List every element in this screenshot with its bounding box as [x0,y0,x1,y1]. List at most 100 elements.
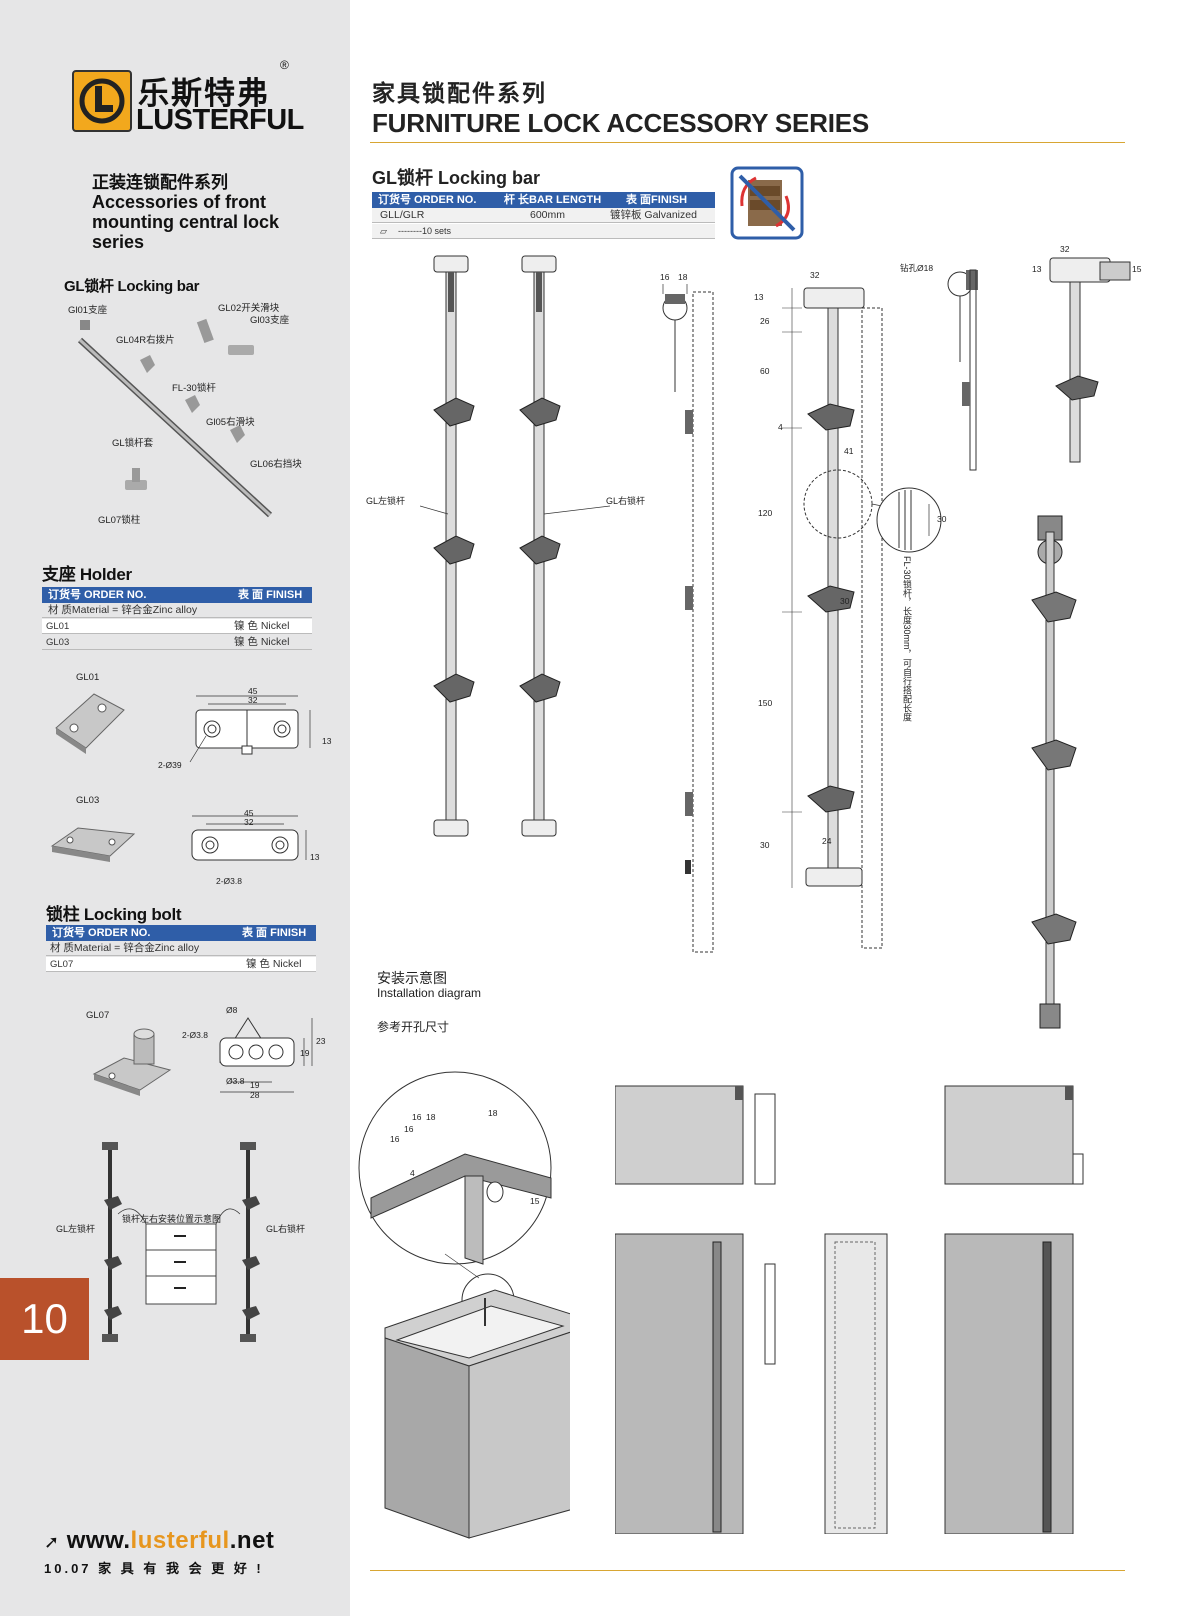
gl01-dim-45: 45 [248,686,258,696]
row-code: GL03 [46,637,70,648]
sidebar-title-cn: 正装连锁配件系列 [92,173,228,192]
label-gl07: GL07锁柱 [98,515,141,526]
row-code: GL01 [46,621,70,632]
dim-b60: 60 [760,366,770,376]
brand-name-cn: 乐斯特弗 [138,76,270,111]
install-d4: 4 [410,1168,415,1178]
no-rotate-icon [730,166,804,240]
install-d18a: 18 [426,1112,436,1122]
front-dimension-drawing [782,287,892,949]
url-brand: lusterful [130,1527,230,1554]
page-number: 10 [0,1278,89,1360]
gl01-render [55,693,125,754]
cabinet-install-drawing [358,1071,570,1539]
dim-a16: 16 [660,272,670,282]
bolt-table-header: 订货号 ORDER NO. 表 面 FINISH [46,925,316,941]
gl07-dim-19: 19 [250,1080,260,1090]
sidebar-title-en: Accessories of front mounting central lo… [92,192,280,252]
dim-b26: 26 [760,316,770,326]
detail-circle [876,487,942,553]
gl03-label: GL03 [76,795,100,806]
url-prefix: www. [66,1527,131,1554]
bolt-head-order: 订货号 ORDER NO. [52,927,151,939]
dim-a18: 18 [678,272,688,282]
row-finish: 镍 色 Nickel [234,620,290,632]
gl07-dim-19v: 19 [300,1048,310,1058]
spec-code: GLL/GLR [380,209,425,221]
gl07-hole: 2-Ø3.8 [182,1030,208,1040]
label-sleeve: GL锁杆套 [112,438,154,449]
gl07-dim-23: 23 [316,1036,326,1046]
spec-table-header: 订货号 ORDER NO. 杆 长BAR LENGTH 表 面FINISH [372,192,715,208]
row-finish: 镍 色 Nickel [234,636,290,648]
dim-c30: 30 [937,514,947,524]
pack-qty: --------10 sets [398,226,451,236]
gl03-dim-32: 32 [244,817,254,827]
label-fl30: FL-30锁杆 [172,383,216,394]
brand-name-en: LUSTERFUL [136,104,304,136]
position-diagram [102,1142,260,1342]
spec-head-finish: 表 面FINISH [626,194,688,206]
gl03-dim-13: 13 [310,852,320,862]
holder-material: 材 质Material = 锌合金Zinc alloy [48,604,198,616]
label-gl01: Gl01支座 [68,305,108,316]
spec-head-order: 订货号 ORDER NO. [378,194,477,206]
row-finish: 镍 色 Nickel [246,958,302,970]
side-elevation-drawing [662,284,714,953]
install-d18b: 18 [488,1108,498,1118]
bolt-material: 材 质Material = 锌合金Zinc alloy [50,942,200,954]
install-d16a: 16 [412,1112,422,1122]
fl30-note: FL-30锁杆，长度30mm，可自行搭配长度 [902,556,912,722]
position-right-label: GL右锁杆 [266,1224,306,1234]
bolt-heading: 锁柱 Locking bolt [46,905,182,924]
table-row: GLL/GLR 600mm 镀锌板 Galvanized sheet [372,208,715,236]
label-gl03: Gl03支座 [250,315,290,326]
gl03-drawing [191,815,307,861]
install-d16b: 16 [404,1124,414,1134]
holder-heading: 支座 Holder [42,565,132,584]
install-title-cn: 安装示意图 [377,970,447,986]
dim-d13: 13 [1032,264,1042,274]
dim-b13: 13 [754,292,764,302]
arrow-icon: ➚ [44,1532,60,1552]
right-bar-label: GL右锁杆 [606,496,646,506]
exploded-heading: GL锁杆 Locking bar [64,278,200,295]
url-suffix: .net [229,1527,275,1554]
gl07-render [92,1028,172,1096]
table-row: GL01 镍 色 Nickel [42,619,312,634]
install-title-en: Installation diagram [377,986,482,1000]
gl07-dim-d38: Ø3.8 [226,1076,245,1086]
brand-logo-icon [72,70,132,132]
install-d16c: 16 [390,1134,400,1144]
gl07-label: GL07 [86,1010,110,1021]
dim-b30: 30 [840,596,850,606]
lock-top-drawing [1049,257,1131,463]
lock-drill-drawing [947,269,978,471]
locking-bar-section-title: GL锁杆 Locking bar [372,168,541,188]
gl01-hole: 2-Ø39 [158,760,182,770]
label-gl05: Gl05右滑块 [206,417,255,428]
spec-length: 600mm [530,209,566,221]
dim-d15: 15 [1132,264,1142,274]
gl01-label: GL01 [76,672,100,683]
dim-b32: 32 [810,270,820,280]
holder-material-row: 材 质Material = 锌合金Zinc alloy [42,603,312,618]
exploded-diagram [77,318,273,518]
registered-mark: ® [280,58,289,72]
main-content: 家具锁配件系列 FURNITURE LOCK ACCESSORY SERIES … [350,0,1200,1616]
gl01-dim-32: 32 [248,695,258,705]
dim-b120: 120 [758,508,773,518]
left-bar-label: GL左锁杆 [366,496,406,506]
dim-b24: 24 [822,836,832,846]
dim-d32: 32 [1060,244,1070,254]
gl01-dim-13: 13 [322,736,332,746]
website-url[interactable]: ➚ www.lusterful.net [44,1527,274,1555]
holder-head-order: 订货号 ORDER NO. [48,589,147,601]
main-title-en: FURNITURE LOCK ACCESSORY SERIES [372,108,870,138]
footer-divider [370,1570,1125,1571]
gl07-dim-28: 28 [250,1090,260,1100]
dim-drill: 钻孔Ø18 [900,263,934,273]
isometric-bar [1031,515,1077,1029]
dim-b150: 150 [758,698,773,708]
cabinet-sections-drawing [615,1085,1084,1534]
